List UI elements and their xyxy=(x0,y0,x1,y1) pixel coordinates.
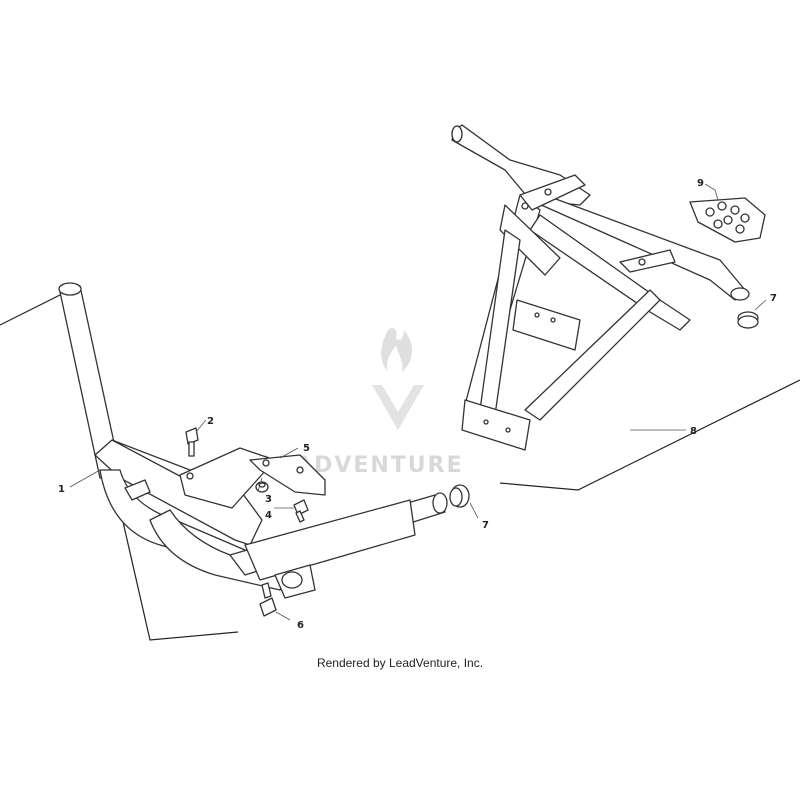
front-bumper xyxy=(58,282,448,599)
callout-2: 2 xyxy=(207,416,214,427)
hardware-kit-part-9 xyxy=(689,183,766,243)
callout-7-front: 7 xyxy=(482,520,489,531)
callout-4: 4 xyxy=(265,510,272,521)
nut-part-3 xyxy=(255,481,269,493)
bolt-part-2 xyxy=(185,419,207,457)
callout-8: 8 xyxy=(690,426,697,437)
rear-bumper xyxy=(451,124,750,451)
callout-3: 3 xyxy=(265,494,272,505)
callout-1: 1 xyxy=(58,484,65,495)
bracket-rear xyxy=(499,379,800,491)
callout-5: 5 xyxy=(303,443,310,454)
callout-6: 6 xyxy=(297,620,304,631)
callout-9: 9 xyxy=(697,178,704,189)
callout-7-rear: 7 xyxy=(770,293,777,304)
end-cap-part-7-front xyxy=(449,484,479,519)
bolt-part-6 xyxy=(259,582,291,621)
end-cap-part-7-rear xyxy=(737,299,767,329)
leader-lines xyxy=(69,429,686,509)
footer-credit: Rendered by LeadVenture, Inc. xyxy=(316,656,484,670)
watermark-logo-icon xyxy=(372,327,424,430)
bolt-part-4 xyxy=(293,499,309,523)
bracket-part-5 xyxy=(249,447,326,496)
